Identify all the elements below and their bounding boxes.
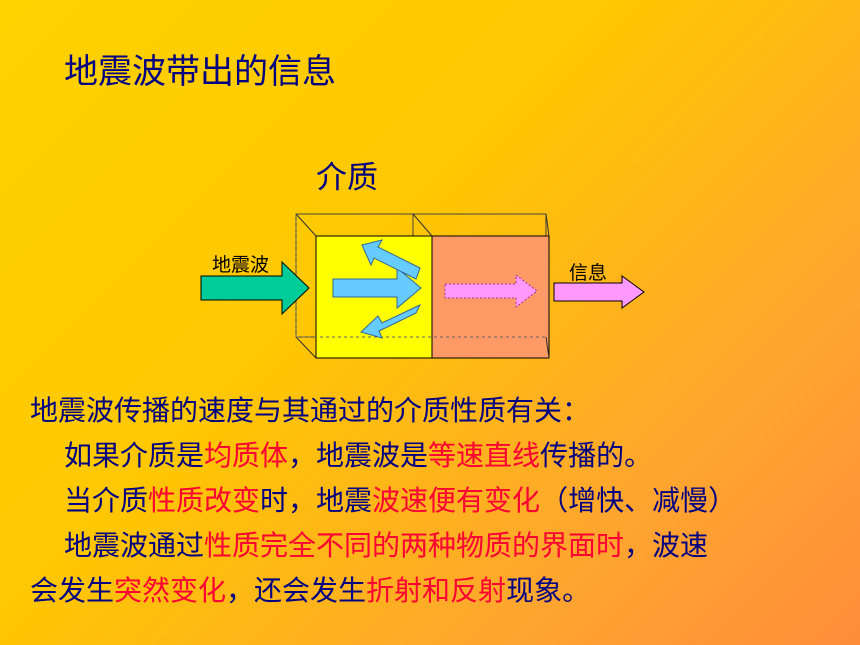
text-line-3: 当介质性质改变时，地震波速便有变化（增快、减慢） bbox=[30, 478, 860, 523]
box-edge bbox=[545, 213, 550, 237]
text-segment: 时，地震 bbox=[260, 484, 373, 517]
text-line-4: 地震波通过性质完全不同的两种物质的界面时，波速 bbox=[30, 523, 860, 568]
box-edge bbox=[412, 213, 433, 237]
output-info-label: 信息 bbox=[569, 262, 608, 284]
inner-arrow-down bbox=[360, 303, 422, 339]
text-segment: 如果介质是 bbox=[64, 439, 205, 472]
text-segment: 会发生 bbox=[30, 574, 115, 607]
text-line-1: 地震波传播的速度与其通过的介质性质有关： bbox=[30, 388, 860, 433]
input-wave-arrow bbox=[200, 260, 310, 316]
text-segment: ，还会发生 bbox=[226, 574, 367, 607]
box-edge bbox=[295, 336, 317, 359]
text-segment: （增快、减慢） bbox=[540, 484, 737, 517]
inner-arrow-straight bbox=[332, 266, 422, 310]
explanation-text: 地震波传播的速度与其通过的介质性质有关： 如果介质是均质体，地震波是等速直线传播… bbox=[30, 388, 860, 613]
inner-arrow-pink bbox=[444, 273, 538, 309]
text-line-2: 如果介质是均质体，地震波是等速直线传播的。 bbox=[30, 433, 860, 478]
text-line-5: 会发生突然变化，还会发生折射和反射现象。 bbox=[30, 568, 860, 613]
highlight-segment: 突然变化 bbox=[114, 574, 227, 607]
highlight-segment: 波速便有变化 bbox=[372, 484, 541, 517]
highlight-segment: 折射和反射 bbox=[366, 574, 507, 607]
highlight-segment: 均质体 bbox=[204, 439, 289, 472]
text-segment: ，地震波是 bbox=[288, 439, 429, 472]
text-segment: 传播的。 bbox=[540, 439, 653, 472]
highlight-segment: 性质改变 bbox=[148, 484, 261, 517]
highlight-segment: 等速直线 bbox=[428, 439, 541, 472]
output-info-arrow bbox=[553, 275, 645, 309]
text-segment: 地震波传播的速度与其通过的介质性质有关： bbox=[30, 394, 591, 427]
text-segment: 当介质 bbox=[64, 484, 149, 517]
text-segment: ，波速 bbox=[624, 529, 709, 562]
box-edge bbox=[295, 213, 317, 237]
text-segment: 现象。 bbox=[506, 574, 591, 607]
highlight-segment: 性质完全不同的两种物质的界面时 bbox=[204, 529, 625, 562]
medium-label: 介质 bbox=[316, 160, 378, 196]
inner-arrow-up bbox=[361, 239, 421, 280]
slide-title: 地震波带出的信息 bbox=[64, 52, 336, 92]
text-segment: 地震波通过 bbox=[64, 529, 205, 562]
input-wave-label: 地震波 bbox=[212, 254, 270, 276]
box-edge bbox=[545, 336, 550, 359]
